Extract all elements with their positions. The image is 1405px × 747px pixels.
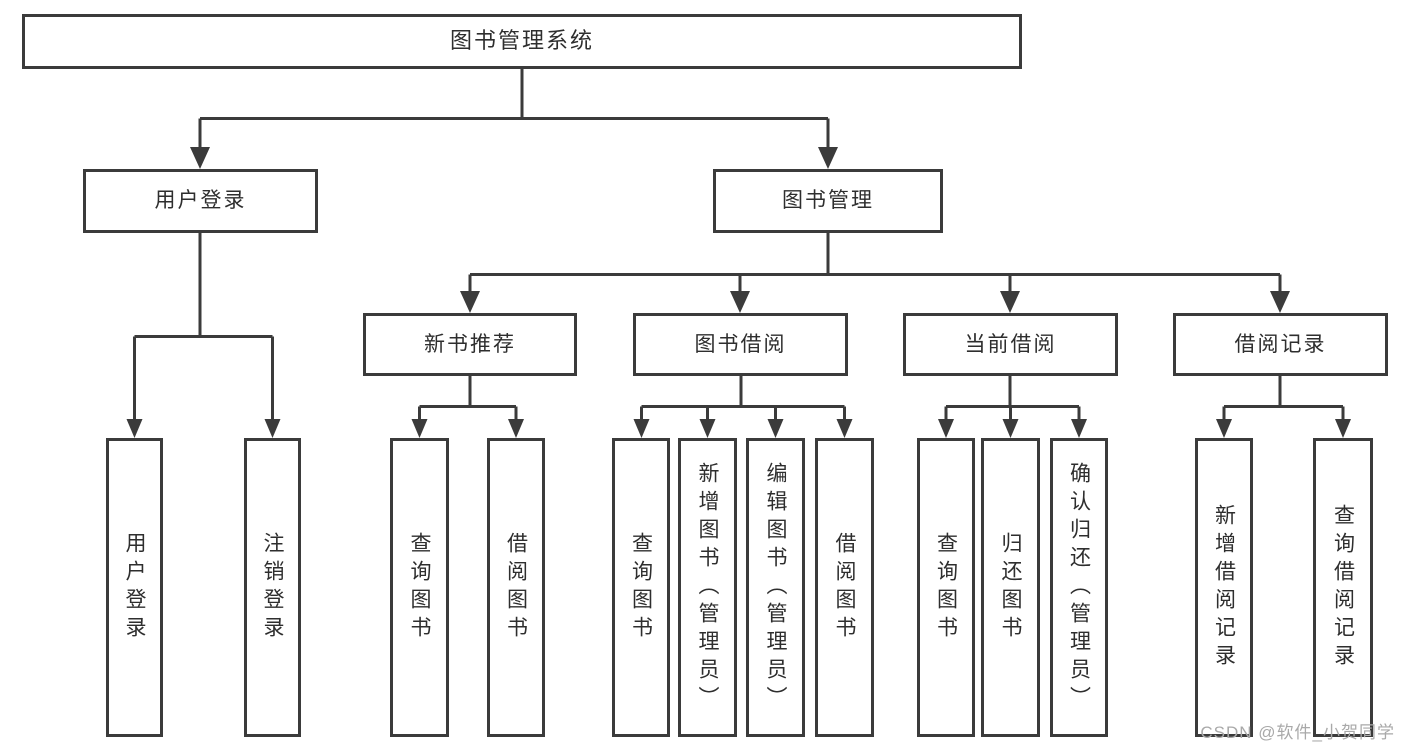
arrowheads-current-borrow: [938, 419, 1087, 438]
node-label: 用户登录: [123, 531, 146, 644]
node-label: 查询图书: [934, 531, 958, 644]
connector-new-book-recommend-to-leaves: [418, 376, 518, 420]
node-leaf-query-books-current: 查询图书: [917, 438, 975, 737]
node-library-management-system: 图书管理系统: [22, 14, 1022, 69]
connector-root-to-level2: [198, 69, 830, 148]
node-label: 图书管理系统: [449, 28, 594, 54]
node-label: 查询图书: [629, 531, 653, 644]
node-label: 查询借阅记录: [1331, 503, 1355, 672]
arrowheads-book-borrow: [633, 419, 853, 438]
node-label: 查询图书: [408, 531, 431, 644]
node-leaf-borrow-books: 借阅图书: [815, 438, 874, 737]
node-leaf-borrow-books-recommend: 借阅图书: [487, 438, 545, 737]
node-label: 归还图书: [999, 531, 1022, 644]
node-label: 编辑图书（管理员）: [764, 461, 787, 714]
node-label: 新书推荐: [424, 332, 516, 356]
arrowheads-book-management: [460, 291, 1290, 313]
connector-current-borrow-to-leaves: [944, 376, 1081, 420]
node-leaf-add-borrow-record: 新增借阅记录: [1195, 438, 1253, 737]
connector-book-borrow-to-leaves: [640, 376, 846, 420]
node-borrow-records: 借阅记录: [1173, 313, 1388, 376]
node-label: 确认归还（管理员）: [1067, 461, 1091, 714]
node-label: 用户登录: [154, 189, 247, 213]
arrowheads-new-book-recommend: [411, 419, 524, 438]
node-label: 注销登录: [261, 531, 284, 644]
node-leaf-add-book-admin: 新增图书（管理员）: [678, 438, 737, 737]
node-label: 当前借阅: [964, 332, 1057, 356]
node-current-borrow: 当前借阅: [903, 313, 1118, 376]
node-book-management: 图书管理: [713, 169, 943, 233]
node-label: 图书借阅: [694, 332, 787, 356]
node-leaf-query-books-recommend: 查询图书: [390, 438, 449, 737]
node-label: 图书管理: [782, 189, 874, 213]
node-label: 新增图书（管理员）: [696, 461, 719, 714]
node-leaf-return-book: 归还图书: [981, 438, 1040, 737]
node-label: 借阅记录: [1234, 332, 1327, 356]
node-leaf-user-login: 用户登录: [106, 438, 163, 737]
node-label: 借阅图书: [504, 531, 528, 644]
watermark-text: CSDN @软件_小贺同学: [1200, 723, 1395, 742]
arrowheads-user-login: [126, 419, 281, 438]
node-label: 借阅图书: [833, 531, 856, 644]
connector-borrow-records-to-leaves: [1222, 376, 1345, 420]
node-label: 新增借阅记录: [1212, 503, 1236, 672]
node-new-book-recommend: 新书推荐: [363, 313, 577, 376]
node-book-borrow: 图书借阅: [633, 313, 848, 376]
node-leaf-query-books-borrow: 查询图书: [612, 438, 670, 737]
node-leaf-confirm-return-admin: 确认归还（管理员）: [1050, 438, 1108, 737]
node-user-login: 用户登录: [83, 169, 318, 233]
node-leaf-query-borrow-record: 查询借阅记录: [1313, 438, 1373, 737]
arrowheads-root-to-level2: [190, 147, 838, 169]
node-leaf-logout: 注销登录: [244, 438, 301, 737]
connector-user-login-to-leaves: [133, 233, 274, 420]
node-leaf-edit-book-admin: 编辑图书（管理员）: [746, 438, 805, 737]
connector-book-management-to-level3: [468, 233, 1282, 292]
arrowheads-borrow-records: [1216, 419, 1351, 438]
